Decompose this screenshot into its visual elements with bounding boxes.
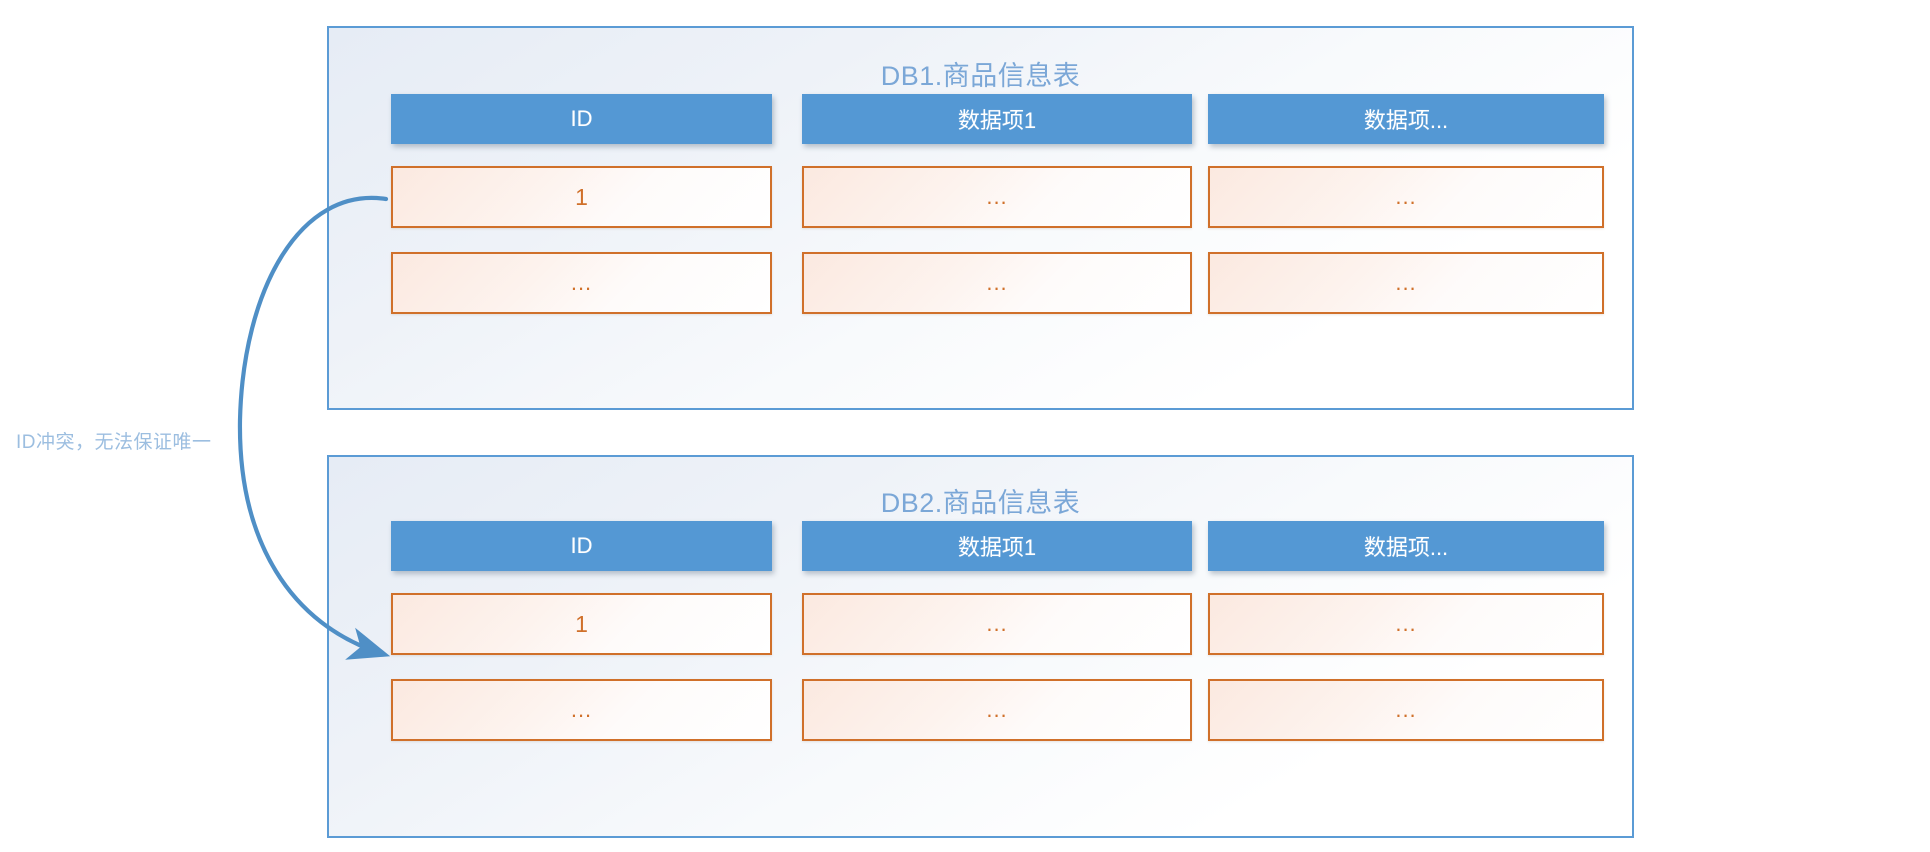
cell-db2-r2-id[interactable]: ... (391, 679, 772, 741)
column-header-id: ID (391, 94, 772, 144)
cell-db2-r1-id[interactable]: 1 (391, 593, 772, 655)
column-header-data-item-more: 数据项... (1208, 521, 1604, 571)
cell-value: ... (986, 611, 1008, 636)
cell-db2-r2-item1[interactable]: ... (802, 679, 1192, 741)
cell-db1-r2-id[interactable]: ... (391, 252, 772, 314)
cell-value: ... (1395, 697, 1417, 722)
cell-value: ... (1395, 270, 1417, 295)
cell-value: ... (570, 270, 593, 295)
column-header-data-item-1: 数据项1 (802, 521, 1192, 571)
cell-value: ... (986, 184, 1008, 209)
column-header-data-item-1: 数据项1 (802, 94, 1192, 144)
cell-value: ... (986, 697, 1008, 722)
cell-value: ... (1395, 184, 1417, 209)
cell-db2-r1-itemmore[interactable]: ... (1208, 593, 1604, 655)
table-row: 1 ... ... (391, 166, 1606, 228)
table-row: 1 ... ... (391, 593, 1606, 655)
cell-db2-r2-itemmore[interactable]: ... (1208, 679, 1604, 741)
cell-db1-r2-itemmore[interactable]: ... (1208, 252, 1604, 314)
table-header-row: ID 数据项1 数据项... (391, 521, 1606, 571)
cell-value: ... (570, 697, 593, 722)
cell-db2-r1-item1[interactable]: ... (802, 593, 1192, 655)
panel-db1: DB1.商品信息表 ID 数据项1 数据项... 1 ... ... ... .… (327, 26, 1634, 410)
table-row: ... ... ... (391, 252, 1606, 314)
column-header-data-item-more: 数据项... (1208, 94, 1604, 144)
panel-db2: DB2.商品信息表 ID 数据项1 数据项... 1 ... ... ... .… (327, 455, 1634, 838)
panel-db2-table: ID 数据项1 数据项... 1 ... ... ... ... ... (391, 521, 1606, 741)
cell-value: 1 (575, 183, 588, 210)
cell-value: ... (986, 270, 1008, 295)
cell-db1-r1-item1[interactable]: ... (802, 166, 1192, 228)
cell-db1-r1-itemmore[interactable]: ... (1208, 166, 1604, 228)
cell-db1-r2-item1[interactable]: ... (802, 252, 1192, 314)
cell-value: ... (1395, 611, 1417, 636)
column-header-id: ID (391, 521, 772, 571)
panel-db1-table: ID 数据项1 数据项... 1 ... ... ... ... ... (391, 94, 1606, 314)
table-header-row: ID 数据项1 数据项... (391, 94, 1606, 144)
cell-value: 1 (575, 610, 588, 637)
panel-db2-title: DB2.商品信息表 (880, 488, 1081, 518)
table-row: ... ... ... (391, 679, 1606, 741)
cell-db1-r1-id[interactable]: 1 (391, 166, 772, 228)
panel-db1-title: DB1.商品信息表 (880, 61, 1081, 91)
id-conflict-annotation-label: ID冲突，无法保证唯一 (16, 432, 212, 453)
